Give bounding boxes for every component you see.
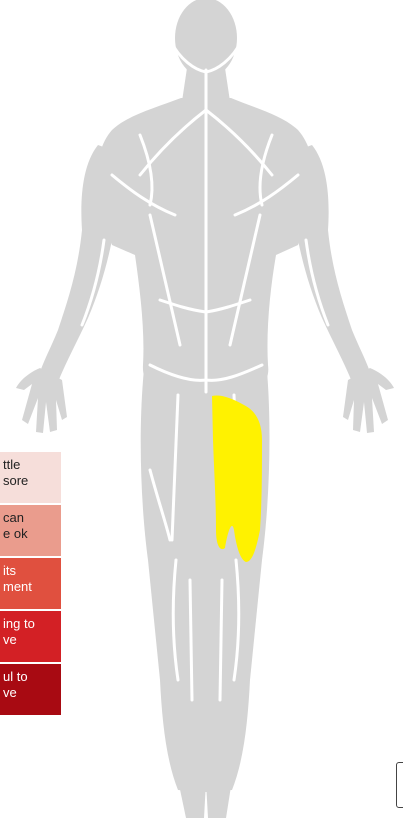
legend-item-line-2: ve bbox=[3, 632, 61, 648]
head bbox=[175, 0, 237, 78]
legend-item-line-1: ul to bbox=[3, 669, 61, 685]
legend-item-line-2: ment bbox=[3, 579, 61, 595]
left-foot bbox=[178, 780, 206, 818]
legend-item-line-1: ing to bbox=[3, 616, 61, 632]
expand-control-icon[interactable] bbox=[396, 762, 403, 808]
legend-item-line-1: its bbox=[3, 563, 61, 579]
highlighted-muscle-left-hamstring[interactable] bbox=[212, 395, 262, 562]
right-arm bbox=[292, 145, 370, 382]
legend-item-line-1: ttle bbox=[3, 457, 61, 473]
left-arm bbox=[40, 145, 118, 382]
right-foot bbox=[206, 780, 232, 818]
legend-item-line-1: can bbox=[3, 510, 61, 526]
legend-item-line-2: sore bbox=[3, 473, 61, 489]
legend-item-line-2: ve bbox=[3, 685, 61, 701]
legend-item-line-2: e ok bbox=[3, 526, 61, 542]
